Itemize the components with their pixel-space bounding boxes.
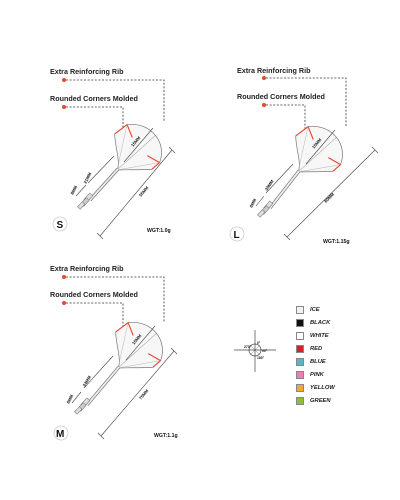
dart-flight <box>98 311 174 387</box>
color-swatch <box>296 370 304 379</box>
svg-text:6MM: 6MM <box>65 393 74 404</box>
size-badge <box>52 216 68 232</box>
color-name: WHITE <box>310 332 329 339</box>
corners-label: Rounded Corners Molded <box>50 94 138 103</box>
color-name: BLACK <box>310 319 331 326</box>
corners-leader <box>66 106 124 148</box>
size-badge <box>53 425 69 441</box>
size-badge <box>229 226 245 242</box>
rib-label: Extra Reinforcing Rib <box>237 66 311 75</box>
variant-l: Extra Reinforcing Rib Rounded Corners Mo… <box>229 66 379 245</box>
compass-east: 90° <box>262 349 268 353</box>
corners-label: Rounded Corners Molded <box>50 290 138 299</box>
dart-shaft <box>77 167 120 210</box>
weight-label: WGT:1.15g <box>323 239 350 245</box>
rib-leader <box>266 77 347 126</box>
color-option: WHITE <box>296 329 396 342</box>
color-swatch <box>296 396 304 405</box>
variant-s: Extra Reinforcing Rib Rounded Corners Mo… <box>50 67 176 240</box>
svg-text:80MM: 80MM <box>323 191 335 203</box>
compass-north: 0° <box>257 341 261 345</box>
shaft-dimension: 21MM 8MM <box>69 155 115 197</box>
svg-text:24MM: 24MM <box>82 374 93 387</box>
compass-south: 180° <box>257 356 265 360</box>
color-option: BLACK <box>296 316 396 329</box>
svg-text:15MM: 15MM <box>131 333 143 346</box>
svg-text:55MM: 55MM <box>138 185 150 198</box>
color-name: YELLOW <box>310 384 335 391</box>
color-swatch <box>296 344 304 353</box>
corners-marker <box>62 105 66 109</box>
color-swatch <box>296 383 304 392</box>
color-swatch <box>296 331 304 340</box>
weight-label: WGT:1.0g <box>147 228 171 234</box>
variant-m: Extra Reinforcing Rib Rounded Corners Mo… <box>50 264 178 441</box>
rib-marker <box>262 76 266 80</box>
corners-label: Rounded Corners Molded <box>237 92 325 101</box>
corners-marker <box>262 103 266 107</box>
rib-marker <box>62 78 66 82</box>
overall-dimension: 75MM <box>97 347 178 440</box>
color-name: GREEN <box>310 397 331 404</box>
svg-text:30MM: 30MM <box>264 179 275 192</box>
color-name: BLUE <box>310 358 326 365</box>
rib-label: Extra Reinforcing Rib <box>50 67 124 76</box>
overall-dimension: 55MM <box>96 146 176 240</box>
rib-leader <box>66 79 165 122</box>
color-options-list: ICE BLACK WHITE RED BLUE PINK YELLOW GRE… <box>296 303 396 407</box>
shaft-dimension: 30MM 6MM <box>248 163 294 208</box>
color-option: YELLOW <box>296 381 396 394</box>
size-label: L <box>234 230 240 241</box>
svg-text:21MM: 21MM <box>82 171 92 184</box>
color-option: PINK <box>296 368 396 381</box>
color-swatch <box>296 318 304 327</box>
size-label: S <box>57 220 64 231</box>
dart-flight <box>278 115 354 191</box>
svg-text:75MM: 75MM <box>138 388 150 401</box>
svg-text:8MM: 8MM <box>69 184 78 195</box>
svg-text:6MM: 6MM <box>248 197 257 208</box>
color-option: BLUE <box>296 355 396 368</box>
rib-leader <box>66 276 165 322</box>
flight-dimension: 15MM <box>305 129 336 165</box>
svg-text:15MM: 15MM <box>311 137 323 150</box>
color-option: ICE <box>296 303 396 316</box>
corners-leader <box>66 302 124 348</box>
weight-label: WGT:1.1g <box>154 433 178 439</box>
flight-dimension: 15MM <box>125 325 156 361</box>
shaft-dimension: 24MM 6MM <box>65 355 114 404</box>
color-option: RED <box>296 342 396 355</box>
color-name: PINK <box>310 371 324 378</box>
svg-text:15MM: 15MM <box>130 135 142 148</box>
dart-shaft <box>257 170 301 218</box>
color-swatch <box>296 305 304 314</box>
rotation-compass: 0° 90° 180° 270° <box>234 330 276 372</box>
rib-marker <box>62 275 66 279</box>
size-label: M <box>56 429 64 440</box>
color-option: GREEN <box>296 394 396 407</box>
flight-dimension: 15MM <box>123 127 154 163</box>
corners-marker <box>62 301 66 305</box>
color-name: RED <box>310 345 323 352</box>
rib-label: Extra Reinforcing Rib <box>50 264 124 273</box>
dart-shaft <box>74 365 121 415</box>
compass-west: 270° <box>244 345 252 349</box>
color-name: ICE <box>310 306 320 313</box>
color-swatch <box>296 357 304 366</box>
